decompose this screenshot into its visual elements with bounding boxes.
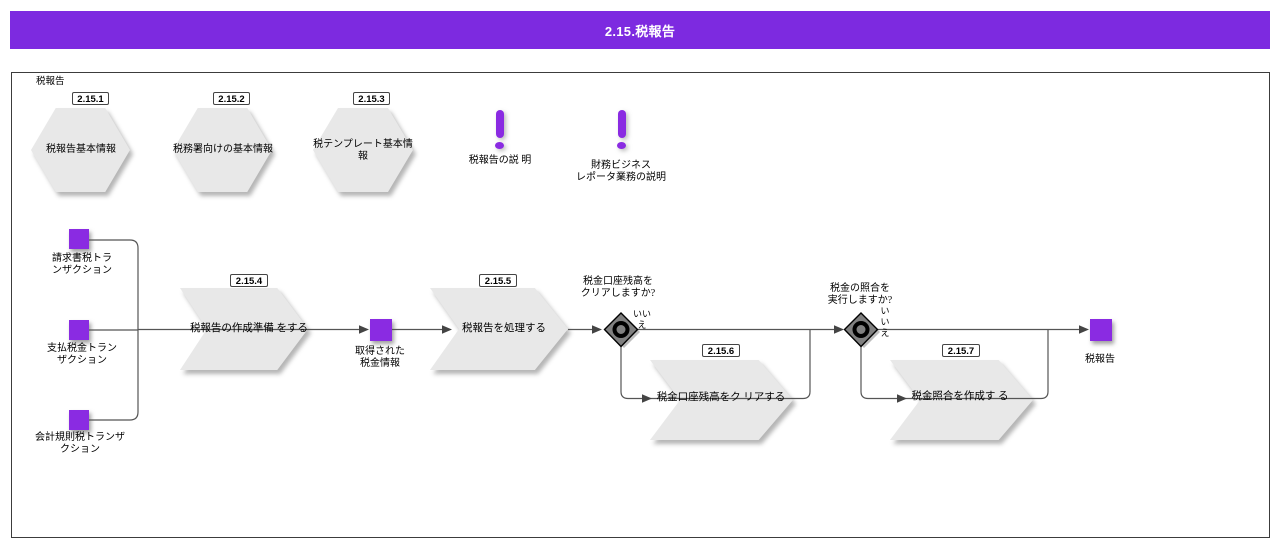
chevron-process-tax-report[interactable] <box>430 288 568 370</box>
input-label: 請求書税トラ ンザクション <box>52 253 112 276</box>
step-id-2-15-1: 2.15.1 <box>72 92 109 105</box>
step-id-2-15-5: 2.15.5 <box>479 274 517 287</box>
gateway-no-label: い い え <box>880 306 890 338</box>
input-label: 会計規則税トランザ クション <box>35 432 125 455</box>
chevron-label: 税報告の作成準備 をする <box>189 323 309 334</box>
hexagon-label: 税テンプレート基本情 報 <box>313 139 413 162</box>
note-finance-business-reporter: 財務ビジネス レポータ業務の説明 <box>576 160 666 183</box>
note-tax-report-description: 税報告の説 明 <box>468 155 532 166</box>
exclamation-icon[interactable] <box>618 110 626 138</box>
step-id-2-15-4: 2.15.4 <box>230 274 268 287</box>
chevron-label: 税金照合を作成す る <box>911 391 1009 402</box>
input-accounting-rule-tax-transaction[interactable] <box>69 410 89 430</box>
page-title: 2.15.税報告 <box>604 23 676 39</box>
step-id-2-15-3: 2.15.3 <box>353 92 390 105</box>
gateway-question-clear-balance: 税金口座残高を クリアしますか? <box>580 276 656 299</box>
hexagon-label: 税報告基本情報 <box>46 144 116 155</box>
step-id-2-15-6: 2.15.6 <box>702 344 740 357</box>
title-bar: 2.15.税報告 <box>10 11 1270 49</box>
hexagon-tax-report-basic-info[interactable] <box>31 108 130 192</box>
output-tax-report[interactable] <box>1090 319 1112 341</box>
step-id-2-15-2: 2.15.2 <box>213 92 250 105</box>
exclamation-icon[interactable] <box>496 110 504 138</box>
chevron-label: 税金口座残高をク リアする <box>656 392 786 403</box>
exclamation-dot <box>617 142 626 149</box>
hexagon-tax-office-basic-info[interactable] <box>173 108 272 192</box>
chevron-label: 税報告を処理する <box>462 323 546 334</box>
input-payment-tax-transaction[interactable] <box>69 320 89 340</box>
gateway-no-label: いい え <box>632 309 651 330</box>
output-label: 税報告 <box>1085 354 1115 365</box>
artifact-label: 取得された 税金情報 <box>355 346 405 369</box>
step-id-2-15-7: 2.15.7 <box>942 344 980 357</box>
hexagon-label: 税務署向けの基本情報 <box>173 144 273 155</box>
hexagon-shape <box>173 108 272 192</box>
input-invoice-tax-transaction[interactable] <box>69 229 89 249</box>
gateway-question-reconciliation: 税金の照合を 実行しますか? <box>827 283 893 306</box>
frame-label: 税報告 <box>36 77 65 87</box>
hexagon-shape <box>31 108 130 192</box>
exclamation-dot <box>495 142 504 149</box>
hexagon-tax-template-basic-info[interactable] <box>313 108 413 192</box>
input-label: 支払税金トラン ザクション <box>47 343 117 366</box>
artifact-acquired-tax-info[interactable] <box>370 319 392 341</box>
